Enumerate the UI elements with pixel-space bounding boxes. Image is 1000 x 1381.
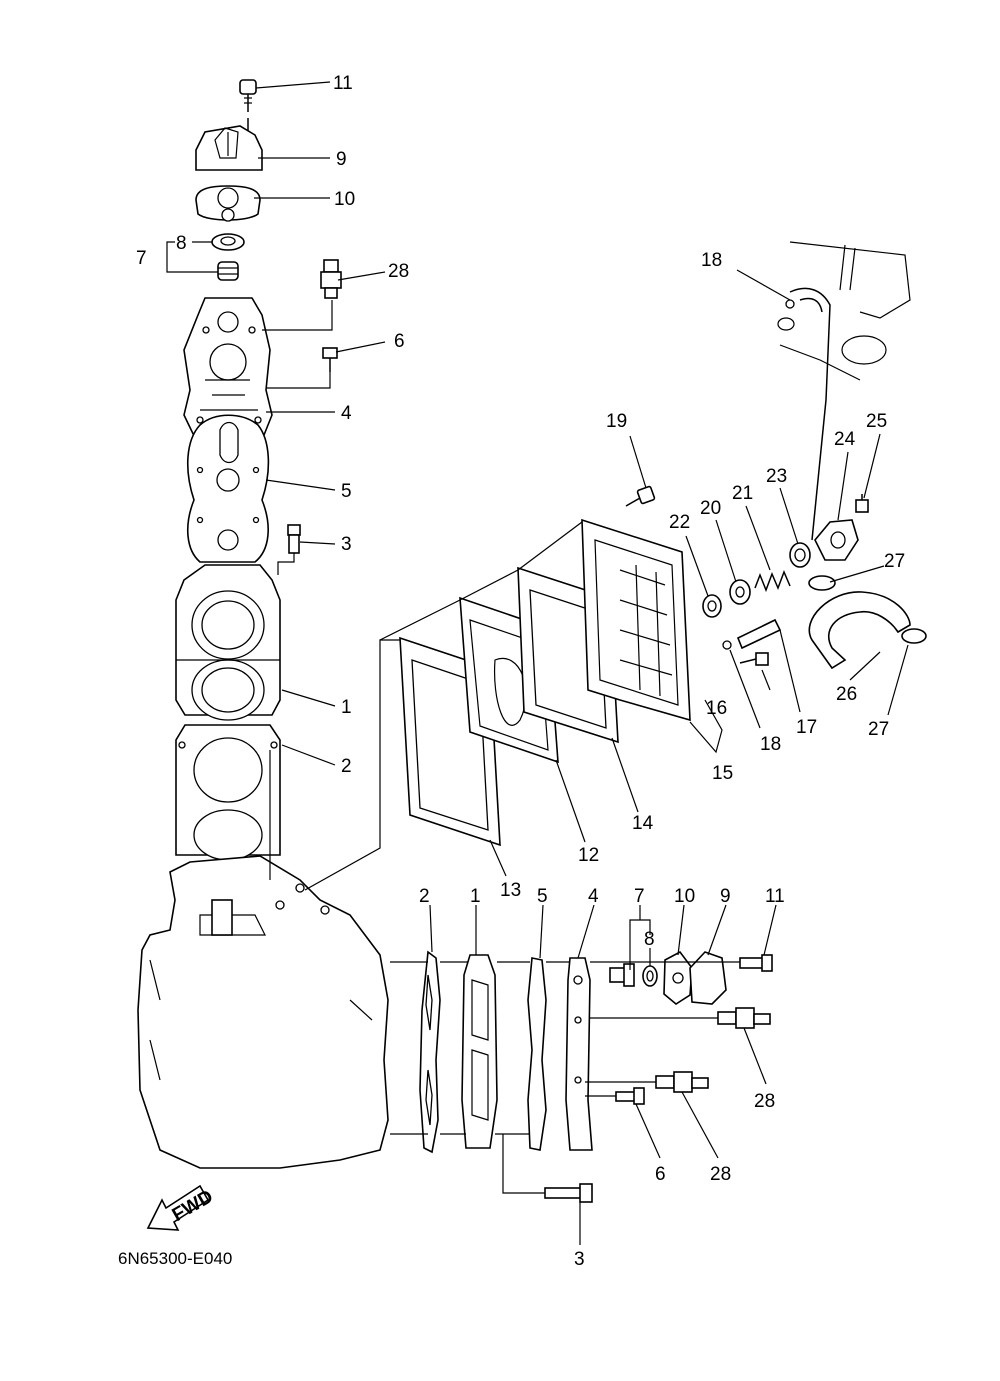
callout-b-28b: 28 <box>710 1164 731 1185</box>
bearing-8-top <box>211 233 245 251</box>
callout-r-18b: 18 <box>760 734 781 755</box>
clamp-27a <box>808 575 836 591</box>
callout-top-2: 2 <box>341 756 352 777</box>
bolt-11-top <box>239 79 257 132</box>
callout-r-25: 25 <box>866 411 887 432</box>
hose-26 <box>808 591 911 670</box>
callout-r-14: 14 <box>632 813 654 834</box>
callout-r-15: 15 <box>712 763 733 784</box>
bolt-19 <box>625 485 656 507</box>
cylinder-block-1-top <box>175 564 281 721</box>
bolt-3-bottom <box>544 1183 593 1203</box>
callout-top-8: 8 <box>176 233 187 254</box>
bolt-6-top <box>322 347 338 372</box>
spring-21 <box>754 569 791 593</box>
callout-r-13: 13 <box>500 880 521 901</box>
valve-22 <box>702 594 722 618</box>
callout-b-2: 2 <box>419 886 430 907</box>
diagram-code: 6N65300-E040 <box>118 1249 232 1268</box>
callout-r-16: 16 <box>706 698 727 719</box>
callout-top-1: 1 <box>341 697 352 718</box>
gasket-2-bottom <box>419 950 441 1154</box>
gasket-10-top <box>195 185 261 222</box>
gasket-2-top <box>175 724 281 861</box>
clip-18b <box>722 640 732 650</box>
gasket-23 <box>789 542 811 568</box>
bearing-8-bottom <box>642 965 658 987</box>
callout-r-18a: 18 <box>701 250 722 271</box>
gasket-10-bottom <box>663 950 693 1005</box>
callout-r-21: 21 <box>732 483 753 504</box>
callout-top-9: 9 <box>336 149 347 170</box>
spark-plug-28-bottom-a <box>717 1007 771 1029</box>
pipe-17 <box>736 618 782 650</box>
callout-r-20: 20 <box>700 498 721 519</box>
callout-top-28: 28 <box>388 261 409 282</box>
pulley-7-bottom <box>609 963 635 987</box>
bolt-11-bottom <box>739 954 773 972</box>
callout-top-7: 7 <box>136 248 147 269</box>
head-gasket-5-top <box>186 414 270 563</box>
callout-top-3: 3 <box>341 534 352 555</box>
callout-r-17: 17 <box>796 717 817 738</box>
clamp-27b <box>901 628 927 644</box>
valve-20 <box>729 579 751 605</box>
callout-b-7: 7 <box>634 886 645 907</box>
fwd-arrow-icon: FWD <box>146 1184 217 1231</box>
bolt-25 <box>855 494 869 513</box>
callout-b-4: 4 <box>588 886 599 907</box>
callout-top-6: 6 <box>394 331 405 352</box>
leader-lines <box>166 81 909 1245</box>
callout-r-27a: 27 <box>884 551 905 572</box>
crankcase-body <box>137 855 389 1169</box>
callout-top-5: 5 <box>341 481 352 502</box>
callout-labels: 11 9 10 8 7 28 6 4 5 3 1 2 18 19 22 20 2… <box>136 73 905 1270</box>
callout-top-10: 10 <box>334 189 355 210</box>
bolt-6-bottom <box>615 1087 645 1105</box>
exhaust-cover-15 <box>581 518 691 722</box>
engine-top-outline <box>777 241 911 381</box>
callout-b-10: 10 <box>674 886 695 907</box>
hose-18a <box>785 287 831 541</box>
block-1-bottom <box>461 954 498 1149</box>
callout-r-27b: 27 <box>868 719 889 740</box>
callout-b-5: 5 <box>537 886 548 907</box>
bolt-3-top <box>287 524 301 554</box>
callout-b-9: 9 <box>720 886 731 907</box>
callout-r-12: 12 <box>578 845 599 866</box>
callout-top-11: 11 <box>333 73 353 94</box>
cover-9-top <box>195 125 263 171</box>
callout-b-1: 1 <box>470 886 481 907</box>
callout-b-11: 11 <box>765 886 785 907</box>
callout-b-6: 6 <box>655 1164 666 1185</box>
spark-plug-28-top <box>320 259 342 299</box>
head-4-bottom <box>565 957 593 1151</box>
callout-r-24: 24 <box>834 429 856 450</box>
callout-r-22: 22 <box>669 512 690 533</box>
gasket-5-bottom <box>527 957 547 1151</box>
callout-b-28a: 28 <box>754 1091 775 1112</box>
cylinder-head-4-top <box>183 297 273 441</box>
cover-24 <box>814 519 859 561</box>
callout-b-8: 8 <box>644 929 655 950</box>
callout-r-26: 26 <box>836 684 857 705</box>
spark-plug-28-bottom-b <box>655 1071 709 1093</box>
pulley-7-top <box>217 261 239 281</box>
cover-9-bottom <box>689 951 727 1005</box>
callout-r-23: 23 <box>766 466 787 487</box>
callout-top-4: 4 <box>341 403 352 424</box>
callout-r-19: 19 <box>606 411 627 432</box>
bolt-16 <box>739 652 769 666</box>
callout-b-3: 3 <box>574 1249 585 1270</box>
